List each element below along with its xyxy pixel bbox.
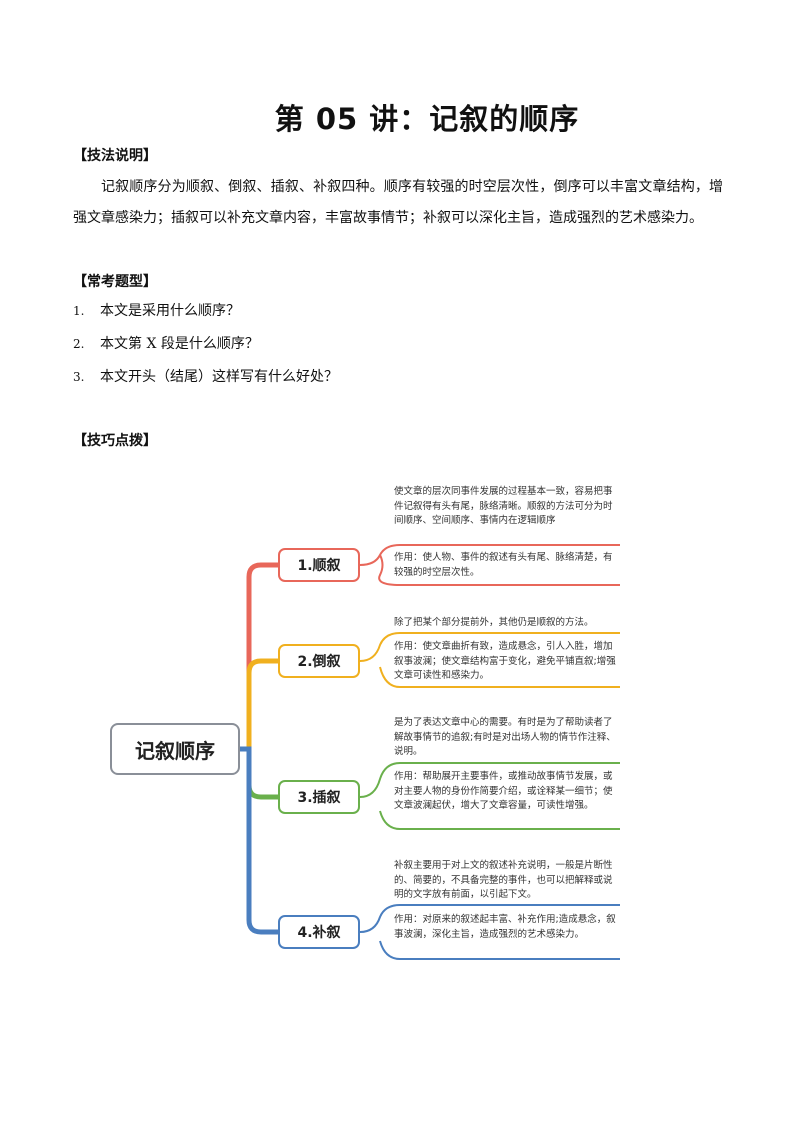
branch-node: 3.插叙	[278, 780, 360, 814]
trunk-yellow	[246, 658, 281, 752]
questions-heading: 【常考题型】	[73, 274, 157, 290]
list-item: 3. 本文开头（结尾）这样写有什么好处？	[73, 364, 338, 397]
list-item: 2. 本文第 X 段是什么顺序？	[73, 331, 338, 364]
list-item: 1. 本文是采用什么顺序？	[73, 298, 338, 331]
branch-description: 是为了表达文章中心的需要。有时是为了帮助读者了解故事情节的追叙;有时是对出场人物…	[394, 717, 616, 757]
question-number: 3.	[73, 370, 85, 384]
bracket-red	[359, 544, 620, 586]
branch-description: 补叙主要用于对上文的叙述补充说明，一般是片断性的、简要的，不具备完整的事件，也可…	[394, 860, 613, 900]
question-list: 1. 本文是采用什么顺序？ 2. 本文第 X 段是什么顺序？ 3. 本文开头（结…	[73, 298, 338, 397]
trunk-blue	[237, 746, 281, 935]
question-number: 2.	[73, 337, 85, 351]
branch-description: 除了把某个部分提前外，其他仍是顺叙的方法。	[394, 617, 594, 628]
root-node: 记叙顺序	[110, 723, 240, 775]
bracket-yellow	[359, 632, 620, 688]
branch-effect: 作用：帮助展开主要事件，或推动故事情节发展，或对主要人物的身份作简要介绍，或诠释…	[394, 771, 613, 811]
method-paragraph: 记叙顺序分为顺叙、倒叙、插叙、补叙四种。顺序有较强的时空层次性，倒序可以丰富文章…	[73, 179, 723, 226]
branch-description: 使文章的层次同事件发展的过程基本一致，容易把事件记叙得有头有尾，脉络清晰。顺叙的…	[394, 486, 613, 526]
branch-node: 4.补叙	[278, 915, 360, 949]
question-number: 1.	[73, 304, 85, 318]
tips-heading: 【技巧点拨】	[73, 433, 157, 449]
question-text: 本文开头（结尾）这样写有什么好处？	[100, 369, 338, 385]
trunk-green	[246, 746, 281, 800]
page-title: 第 05 讲：记叙的顺序	[274, 102, 580, 136]
branch-effect: 作用：使人物、事件的叙述有头有尾、脉络清楚，有较强的时空层次性。	[394, 552, 613, 578]
branch-effect: 作用：对原来的叙述起丰富、补充作用;造成悬念，叙事波澜，深化主旨，造成强烈的艺术…	[394, 914, 616, 940]
question-text: 本文是采用什么顺序？	[100, 303, 240, 319]
branch-node: 1.顺叙	[278, 548, 360, 582]
bracket-green	[359, 762, 620, 830]
mind-map: 记叙顺序 1.顺叙 2.倒叙 3.插叙 4.补叙 使文章的层次同事件发展的过程基…	[100, 486, 630, 970]
method-heading: 【技法说明】	[73, 148, 157, 164]
question-text: 本文第 X 段是什么顺序？	[100, 336, 259, 352]
trunk-red	[246, 562, 281, 752]
branch-effect: 作用：使文章曲折有致，造成悬念，引人入胜，增加叙事波澜；使文章结构富于变化，避免…	[394, 641, 616, 681]
bracket-blue	[359, 904, 620, 960]
mind-map-connectors	[237, 544, 620, 960]
branch-node: 2.倒叙	[278, 644, 360, 678]
